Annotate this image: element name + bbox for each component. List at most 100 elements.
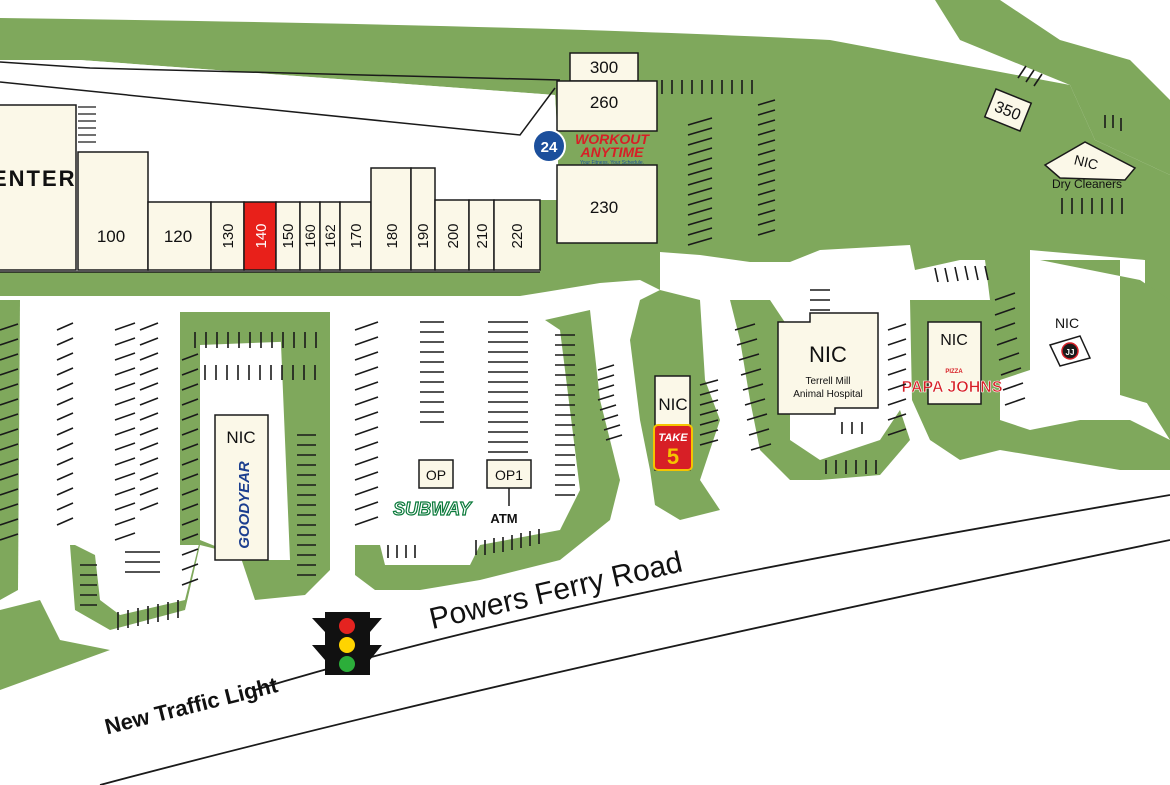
stripes-take5-left: [597, 364, 623, 441]
stripes-center-col-4: [555, 334, 575, 496]
stripes-vet-bottom: [825, 422, 877, 474]
workout-tagline: Your Fitness. Your Schedule.: [580, 160, 644, 166]
unit-100: [77, 151, 149, 271]
traffic-light-red: [339, 618, 355, 634]
traffic-light-label: New Traffic Light: [102, 672, 281, 739]
stripes-right-of-fitness: [757, 99, 776, 236]
traffic-light-green: [339, 656, 355, 672]
unit-260: [556, 80, 658, 132]
papa-nic: NIC: [940, 332, 968, 349]
jimmy-johns-building: NIC JJ: [1030, 310, 1100, 367]
stripes-left-col-5: [181, 353, 199, 586]
take5-nic: NIC: [658, 395, 687, 414]
papa-small: PIZZA: [945, 369, 963, 375]
unit-150-label: 150: [280, 223, 297, 248]
loading-stripes: [78, 106, 96, 143]
jj-logo-text: JJ: [1066, 348, 1075, 357]
take5-logo-bg: [653, 424, 693, 471]
goodyear-logo: GOODYEAR: [236, 461, 253, 549]
goodyear-building: NIC GOODYEAR: [214, 414, 269, 561]
unit-300: [569, 52, 639, 82]
stripes-350: [1017, 65, 1043, 87]
workout-anytime-logo: 24 WORKOUT ANYTIME Your Fitness. Your Sc…: [532, 129, 650, 166]
grass-upper-right: [935, 0, 1170, 175]
unit-300-label: 300: [590, 58, 618, 77]
stripes-top-row: [661, 80, 753, 94]
stripes-center-col-2: [420, 321, 444, 423]
stripes-center-bottom-row: [387, 529, 540, 558]
goodyear-outline: [214, 414, 269, 561]
unit-350-building: 350: [983, 87, 1033, 133]
road-edge-upper: [254, 494, 1170, 691]
unit-170-label: 170: [348, 223, 365, 248]
unit-220: [493, 199, 541, 271]
vet-line2: Animal Hospital: [793, 389, 862, 400]
grass-left-edge: [0, 300, 20, 600]
road-edge-lower: [99, 539, 1170, 785]
unit-350: [983, 87, 1033, 133]
jj-nic: NIC: [1055, 315, 1079, 331]
parking-stripes: [0, 65, 1123, 630]
unit-120-label: 120: [164, 227, 192, 246]
stripes-left-col-1: [0, 323, 19, 541]
building-labels: ENTER 100 120 130 140 150 160 162 170 18…: [0, 58, 618, 249]
goodyear-nic: NIC: [226, 428, 255, 447]
papa-main: PAPA JOHNS: [901, 379, 1002, 396]
grass-bottom-left: [20, 320, 330, 630]
papa-outline: [927, 321, 982, 405]
workout-anytime-icon: [532, 129, 566, 163]
unit-180: [370, 167, 412, 271]
vet-line1: Terrell Mill: [806, 376, 851, 387]
stripes-drycleaner-bottom: [1061, 198, 1123, 214]
stripes-diagonal-center: [687, 117, 713, 246]
unit-260-label: 260: [590, 93, 618, 112]
grass-center-strip: [355, 310, 620, 590]
workout-line1: WORKOUT: [575, 131, 650, 147]
stripes-take5-right: [699, 379, 719, 446]
op1-outline: [486, 459, 532, 489]
anchor-store-label: ENTER: [0, 166, 77, 191]
traffic-light-icon: New Traffic Light: [102, 612, 382, 739]
unit-140-label: 140: [253, 223, 270, 248]
stripes-goodyear-right: [297, 434, 316, 576]
unit-190: [410, 167, 436, 271]
vet-nic: NIC: [809, 342, 847, 367]
grass-vet-island: [730, 300, 910, 480]
unit-200-label: 200: [445, 223, 462, 248]
unit-130-label: 130: [220, 223, 237, 248]
unit-160-label: 160: [302, 224, 318, 248]
building-rear-outline: [0, 61, 561, 273]
grass-left-strip: [0, 600, 110, 690]
stripes-center-col-3: [488, 321, 528, 453]
unit-180-label: 180: [384, 223, 401, 248]
unit-100-label: 100: [97, 227, 125, 246]
op1-label: OP1: [495, 467, 523, 483]
atm-label: ATM: [490, 511, 517, 526]
unit-230-label: 230: [590, 198, 618, 217]
workout-line2: ANYTIME: [580, 144, 645, 160]
unit-150: [275, 201, 301, 271]
subway-wordmark: SUBWAY: [393, 499, 473, 519]
stripes-center-col-1: [354, 321, 379, 526]
traffic-light-yellow: [339, 637, 355, 653]
stripes-vet-top: [810, 289, 830, 311]
inline-retail-building: [0, 52, 658, 273]
vet-outline: [777, 312, 879, 415]
anchor-store: [0, 104, 77, 271]
take5-word: TAKE: [658, 432, 688, 444]
outparcel-op1: OP1 ATM: [486, 459, 532, 526]
stripes-bottom-left-row: [117, 600, 179, 630]
stripes-left-bottom-col: [80, 551, 160, 606]
papa-johns-building: NIC PIZZA PAPA JOHNS: [901, 321, 1003, 405]
subway-logo: SUBWAY: [393, 498, 474, 519]
stripes-left-col-4: [139, 322, 159, 511]
stripes-papa-right: [994, 292, 1026, 406]
stripes-left-col-2: [56, 322, 74, 526]
unit-230: [556, 164, 658, 244]
op-outline: [418, 459, 454, 489]
unit-190-label: 190: [415, 223, 432, 248]
dry-cleaners-building: NIC Dry Cleaners: [1043, 141, 1137, 191]
grass-right-column: [1040, 260, 1170, 410]
jj-logo: [1061, 342, 1079, 360]
